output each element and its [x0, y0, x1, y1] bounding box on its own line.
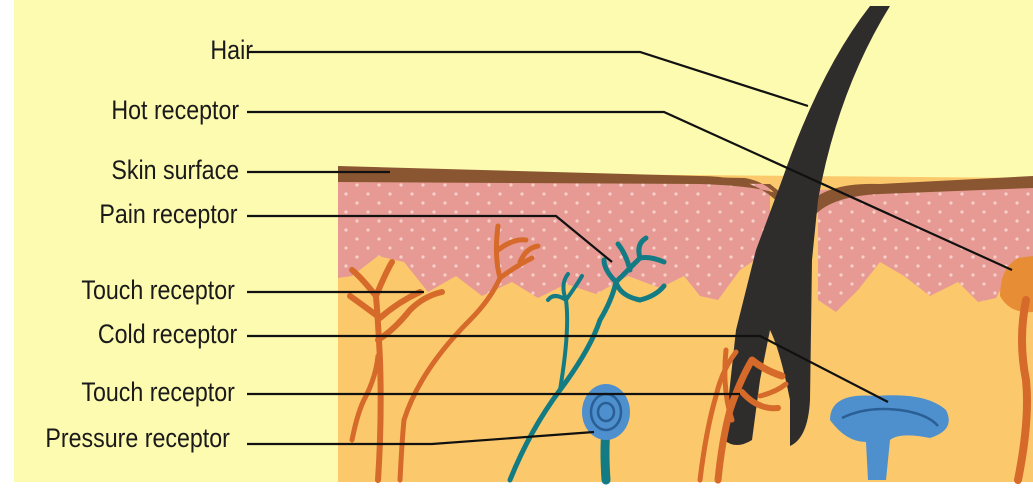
label-skin-surface: Skin surface [111, 156, 239, 186]
label-cold-receptor: Cold receptor [98, 320, 237, 350]
label-touch-receptor-lower: Touch receptor [81, 378, 235, 408]
label-hot-receptor: Hot receptor [111, 96, 239, 126]
label-hair: Hair [210, 36, 253, 66]
label-touch-receptor-upper: Touch receptor [81, 276, 235, 306]
label-pain-receptor: Pain receptor [99, 200, 237, 230]
label-pressure-receptor: Pressure receptor [45, 424, 229, 454]
